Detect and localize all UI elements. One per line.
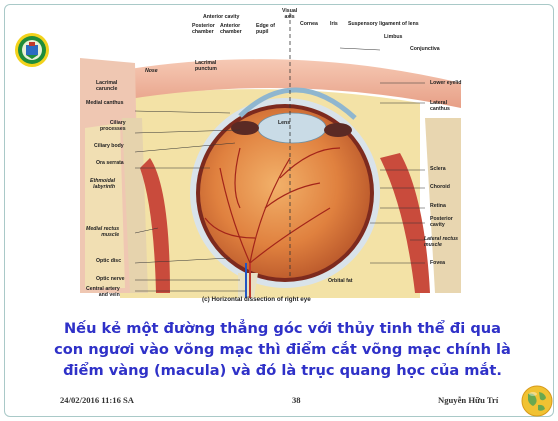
label-ora-serrata: Ora serrata (96, 160, 124, 166)
globe-icon (520, 384, 554, 418)
label-posterior-cavity: Posterior cavity (430, 216, 453, 228)
label-fovea: Fovea (430, 260, 445, 266)
body-text-line: con ngươi vào võng mạc thì điểm cắt võng… (20, 339, 545, 360)
label-lens: Lens (278, 120, 290, 126)
university-logo-icon (14, 32, 50, 68)
label-ciliary-body: Ciliary body (94, 143, 124, 149)
label-lacrimal-caruncle: Lacrimal caruncle (96, 80, 117, 92)
label-limbus: Limbus (384, 34, 402, 40)
body-text-line: điểm vàng (macula) và đó là trục quang h… (20, 360, 545, 381)
slide-body-text: Nếu kẻ một đường thẳng góc với thủy tinh… (20, 318, 545, 381)
footer-page-number: 38 (292, 395, 301, 405)
label-lateral-rectus-muscle: Lateral rectus muscle (424, 236, 458, 248)
footer-author: Nguyễn Hữu Trí (438, 395, 498, 405)
label-lower-eyelid: Lower eyelid (430, 80, 461, 86)
label-anterior-cavity: Anterior cavity (203, 14, 239, 20)
label-retina: Retina (430, 203, 446, 209)
body-text-line: Nếu kẻ một đường thẳng góc với thủy tinh… (20, 318, 545, 339)
label-medial-canthus: Medial canthus (86, 100, 123, 106)
footer-date: 24/02/2016 11:16 SA (60, 395, 134, 405)
label-ethmoidal-labyrinth: Ethmoidal labyrinth (90, 178, 115, 190)
eye-dissection-illustration (80, 8, 461, 303)
figure-caption: (c) Horizontal dissection of right eye (202, 296, 311, 303)
label-medial-rectus-muscle: Medial rectus muscle (86, 226, 119, 238)
label-lacrimal-punctum: Lacrimal punctum (195, 60, 217, 72)
label-central-artery-and-vein: Central artery and vein (86, 286, 120, 298)
label-edge-of-pupil: Edge of pupil (256, 23, 275, 35)
label-conjunctiva: Conjunctiva (410, 46, 440, 52)
label-visual-axis: Visual axis (282, 8, 297, 20)
label-lateral-canthus: Lateral canthus (430, 100, 450, 112)
label-optic-nerve: Optic nerve (96, 276, 125, 282)
label-anterior-chamber: Anterior chamber (220, 23, 242, 35)
label-cornea: Cornea (300, 21, 318, 27)
label-choroid: Choroid (430, 184, 450, 190)
label-orbital-fat: Orbital fat (328, 278, 353, 284)
label-nose: Nose (145, 68, 158, 74)
label-suspensory-ligament: Suspensory ligament of lens (348, 21, 419, 27)
label-posterior-chamber: Posterior chamber (192, 23, 215, 35)
label-optic-disc: Optic disc (96, 258, 121, 264)
label-sclera: Sclera (430, 166, 446, 172)
eye-anatomy-figure: Anterior cavity Posterior chamber Anteri… (80, 8, 461, 303)
label-ciliary-processes: Ciliary processes (100, 120, 126, 132)
label-iris: Iris (330, 21, 338, 27)
